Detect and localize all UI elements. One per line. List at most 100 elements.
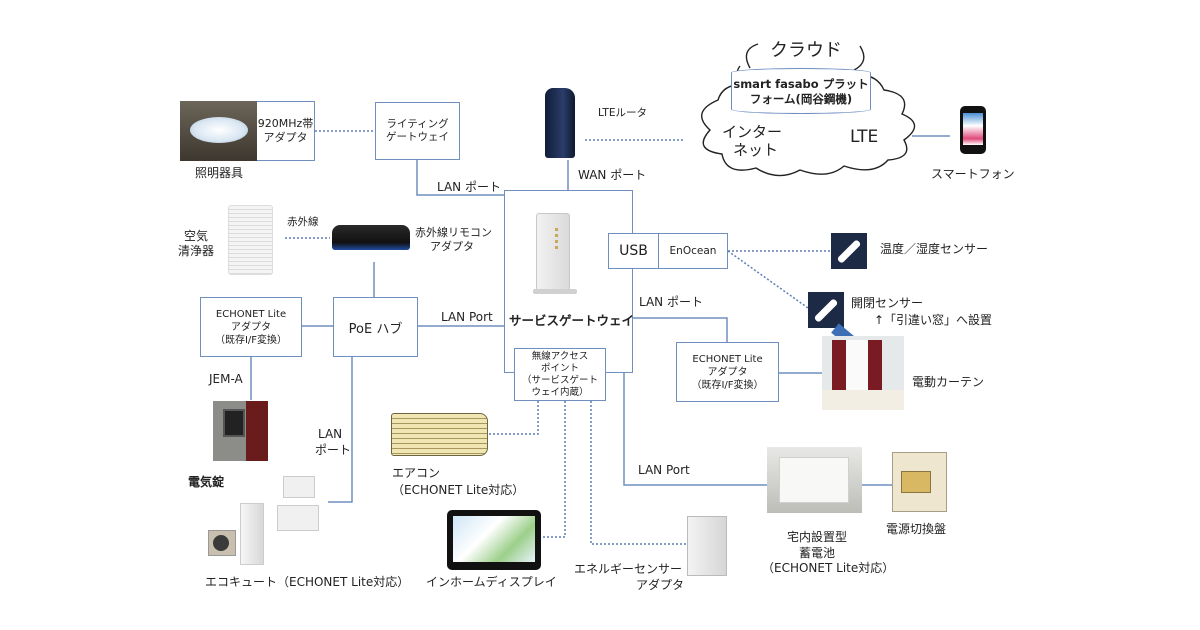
lan-port-right-label: LAN ポート — [639, 295, 703, 309]
curtain-right — [868, 340, 882, 400]
energy-sensor-line1: エネルギーセンサー — [574, 562, 683, 576]
door-sensor-device[interactable] — [808, 292, 844, 328]
ecocute-remote-1 — [283, 476, 315, 498]
920mhz-line1: 920MHz帯 — [257, 117, 314, 130]
wan-port-label: WAN ポート — [578, 168, 647, 182]
lan-port-vertical-1: LAN — [318, 427, 343, 441]
door-sensor-line1: 開閉センサー — [851, 296, 924, 310]
line-sgw-battery — [623, 372, 767, 486]
lte-router-device[interactable] — [545, 88, 575, 158]
920mhz-adapter-box[interactable]: 920MHz帯 アダプタ — [257, 101, 315, 161]
jem-a-label: JEM-A — [209, 372, 243, 386]
lte-router-label: LTEルータ — [598, 107, 647, 119]
curtain-label: 電動カーテン — [912, 375, 985, 389]
energy-sensor-device[interactable] — [687, 516, 727, 576]
energy-sensor-line2: アダプタ — [636, 578, 685, 592]
lighting-gateway-line1: ライティング — [386, 118, 449, 130]
air-purifier-device[interactable] — [228, 205, 273, 275]
curtain-bed — [822, 390, 904, 410]
gateway-stand — [533, 289, 577, 294]
usb-port-box[interactable]: USB — [608, 233, 659, 269]
echonet-adapter-left-box[interactable]: ECHONET Lite アダプタ （既存I/F変換） — [200, 297, 302, 357]
internet-label-2: ネット — [733, 141, 779, 159]
ir-remote-adapter-device[interactable] — [332, 225, 410, 250]
temp-sensor-device[interactable] — [831, 233, 867, 269]
smartphone-device[interactable] — [960, 106, 986, 154]
aircon-line2: （ECHONET Lite対応） — [392, 483, 525, 497]
service-gateway-label: サービスゲートウェイ — [509, 313, 635, 328]
lan-port-bottom-label: LAN Port — [638, 463, 690, 477]
lte-label: LTE — [850, 127, 879, 147]
wireless-ap-line2: ポイント — [540, 362, 579, 374]
fan-icon — [213, 535, 229, 551]
line-hub-ecocute — [328, 356, 353, 503]
battery-line3: （ECHONET Lite対応） — [762, 561, 895, 575]
service-gateway-box[interactable]: サービスゲートウェイ — [504, 190, 635, 373]
ir-adapter-line2: アダプタ — [430, 240, 474, 253]
electric-curtain-device[interactable] — [822, 336, 904, 410]
enocean-port-box[interactable]: EnOcean — [658, 233, 728, 269]
door-sensor-line2: ↑「引違い窓」へ設置 — [874, 313, 993, 327]
air-purifier-line2: 清浄器 — [178, 244, 215, 258]
panel-breakers — [901, 471, 931, 493]
line-sgw-echonet-right — [632, 317, 728, 342]
ecocute-remote-2 — [277, 505, 319, 531]
wireless-ap-box[interactable]: 無線アクセス ポイント （サービスゲート ウェイ内蔵） — [514, 348, 606, 401]
line-lightgw-sgw — [416, 156, 505, 196]
wireless-ap-line3: （サービスゲート — [521, 374, 598, 386]
battery-body — [779, 457, 849, 503]
lighting-gateway-box[interactable]: ライティング ゲートウェイ — [375, 102, 460, 160]
ir-adapter-line1: 赤外線リモコン — [415, 226, 492, 239]
poe-hub-label: PoE ハブ — [348, 321, 403, 337]
usb-label: USB — [619, 243, 648, 259]
lighting-gateway-line2: ゲートウェイ — [386, 131, 449, 143]
dotted-ap-display — [542, 401, 566, 538]
electric-lock-device[interactable] — [213, 401, 268, 461]
poe-hub-box[interactable]: PoE ハブ — [333, 297, 418, 357]
gateway-leds — [555, 228, 558, 231]
temp-sensor-bar-icon — [836, 239, 862, 264]
echonet-left-line1: ECHONET Lite — [215, 308, 287, 320]
wireless-ap-line4: ウェイ内蔵） — [531, 386, 589, 398]
ecocute-tank[interactable] — [240, 503, 264, 565]
service-gateway-device — [536, 213, 570, 291]
echonet-adapter-right-box[interactable]: ECHONET Lite アダプタ （既存I/F変換） — [676, 342, 779, 402]
echonet-right-line1: ECHONET Lite — [692, 353, 763, 365]
lock-panel — [223, 409, 245, 437]
wireless-ap-line1: 無線アクセス — [531, 350, 589, 362]
curtain-sheer — [846, 340, 868, 400]
battery-line1: 宅内設置型 — [787, 530, 848, 544]
echonet-left-line2: アダプタ — [230, 321, 271, 333]
home-battery-device[interactable] — [767, 447, 862, 513]
lan-port-vertical-2: ポート — [315, 443, 352, 457]
power-panel-device[interactable] — [892, 452, 947, 512]
lan-port-hub-label: LAN Port — [441, 310, 493, 324]
light-glow — [190, 117, 248, 143]
air-purifier-line1: 空気 — [184, 229, 209, 243]
dotted-ap-aircon — [488, 401, 539, 435]
display-screen — [453, 516, 535, 562]
echonet-left-line3: （既存I/F変換） — [214, 334, 288, 346]
inhome-display-device[interactable] — [447, 510, 541, 570]
platform-cylinder[interactable]: smart fasabo プラット フォーム(岡谷鋼機) — [731, 68, 871, 114]
platform-line1: smart fasabo プラット — [733, 77, 869, 91]
internet-label-1: インター — [722, 123, 783, 141]
aircon-device[interactable] — [391, 413, 488, 456]
power-panel-label: 電源切換盤 — [886, 522, 947, 536]
door-sensor-bar-icon — [813, 298, 839, 323]
platform-line2: フォーム(岡谷鋼機) — [749, 92, 853, 106]
battery-line2: 蓄電池 — [799, 546, 836, 560]
lan-port-top-label: LAN ポート — [437, 180, 501, 194]
electric-lock-label: 電気錠 — [188, 475, 225, 489]
920mhz-line2: アダプタ — [263, 131, 308, 144]
temp-sensor-label: 温度／湿度センサー — [880, 242, 989, 256]
ecocute-label: エコキュート（ECHONET Lite対応） — [205, 575, 410, 589]
lighting-label: 照明器具 — [195, 166, 244, 180]
ceiling-light-device[interactable] — [180, 101, 258, 161]
smartphone-screen — [963, 113, 983, 145]
enocean-label: EnOcean — [669, 244, 717, 257]
cloud-title: クラウド — [770, 40, 842, 61]
infrared-link-label: 赤外線 — [287, 216, 319, 228]
inhome-display-label: インホームディスプレイ — [426, 575, 557, 589]
